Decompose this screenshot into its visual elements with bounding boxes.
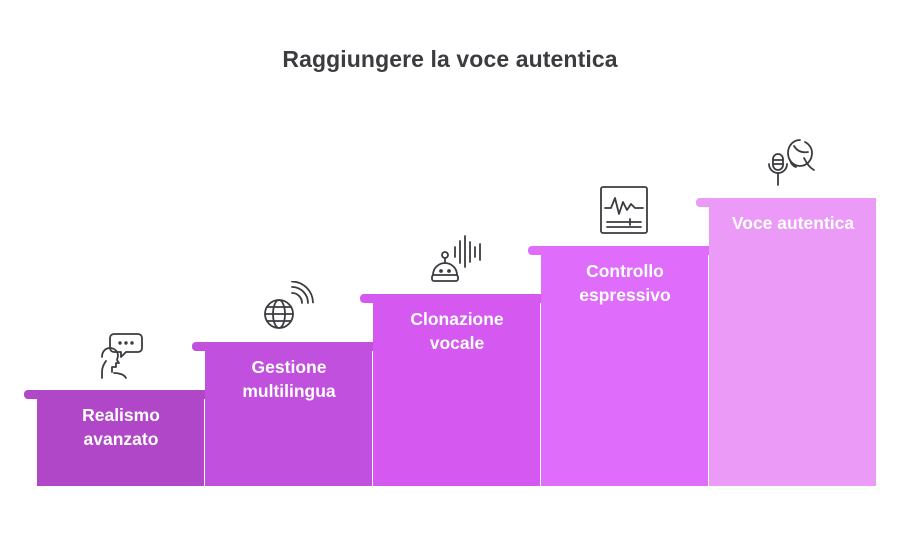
robot-voice-icon (429, 233, 485, 285)
step-3-label: Clonazione vocale (373, 307, 541, 355)
step-2-column (205, 342, 372, 486)
diagram-title: Raggiungere la voce autentica (282, 46, 618, 72)
step-1-column (37, 390, 204, 486)
step-2-label-line-2: multilingua (242, 381, 336, 401)
step-4-label: Controllo espressivo (541, 259, 709, 307)
step-1-label-line-1: Realismo (82, 405, 160, 425)
step-5-column (709, 198, 876, 486)
step-2-label: Gestione multilingua (205, 355, 373, 403)
microphone-face-icon (764, 136, 820, 188)
waveform-monitor-icon (598, 184, 650, 236)
step-3-label-line-2: vocale (429, 333, 485, 353)
step-1-label: Realismo avanzato (37, 403, 205, 451)
step-4-label-line-2: espressivo (579, 285, 671, 305)
step-4-label-line-1: Controllo (586, 261, 664, 281)
step-4-column (541, 246, 708, 486)
speaking-person-icon (94, 328, 146, 380)
step-2-label-line-1: Gestione (251, 357, 327, 377)
step-3-label-line-1: Clonazione (410, 309, 504, 329)
step-5-label: Voce autentica (709, 211, 877, 235)
step-5-label-line-1: Voce autentica (731, 213, 855, 233)
globe-signal-icon (262, 281, 314, 333)
step-3-column (373, 294, 540, 486)
step-1-label-line-2: avanzato (83, 429, 159, 449)
